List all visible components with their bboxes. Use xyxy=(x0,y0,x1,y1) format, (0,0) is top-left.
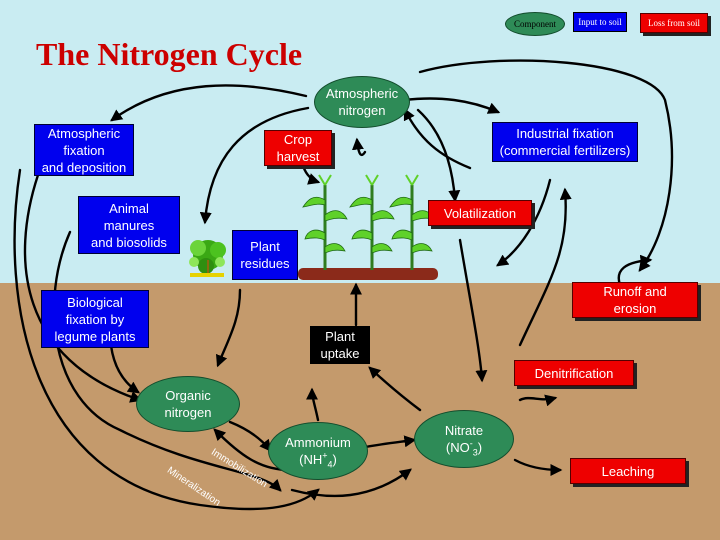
legend-component: Component xyxy=(505,12,565,36)
legend-loss-from-soil: Loss from soil xyxy=(640,13,708,33)
arrow-outer-deposition-to-ammonium xyxy=(13,168,320,511)
corn-plant-icon xyxy=(302,174,348,270)
corn-plants-icon xyxy=(302,174,435,270)
arrow-runoff-up xyxy=(617,254,653,287)
arrow-bottom-to-nitrate xyxy=(290,468,412,498)
nitrate-node: Nitrate (NO-3) xyxy=(414,410,514,468)
legume-plant-icon xyxy=(189,240,226,277)
arrow-plants-to-crop-harvest xyxy=(351,137,367,157)
organic-nitrogen-node: Organic nitrogen xyxy=(136,376,240,432)
arrow-atm-to-plant-residues-area xyxy=(199,106,310,225)
arrow-residues-to-organic xyxy=(215,288,242,368)
nitrate-formula-group: (NO-3) xyxy=(445,438,483,458)
atmospheric-nitrogen-node: Atmospheric nitrogen xyxy=(314,76,410,128)
ammonium-subscript: 4 xyxy=(327,459,333,470)
legend-input-to-soil: Input to soil xyxy=(573,12,627,32)
arrow-atm-loop-right xyxy=(418,59,674,272)
arrow-organic-mineralization xyxy=(228,420,272,452)
arrow-industrial-to-soil xyxy=(496,178,552,267)
nitrate-name: Nitrate xyxy=(444,423,484,438)
ammonium-formula: NH xyxy=(303,452,323,467)
arrow-volatilization-to-atm xyxy=(403,107,472,170)
nitrate-charge: - xyxy=(469,438,473,449)
arrow-atmospheric-fixation-to-organic xyxy=(23,173,143,403)
atmospheric-nitrogen-label: Atmospheric nitrogen xyxy=(325,86,399,118)
arrow-atm-to-volatilization xyxy=(416,108,461,203)
arrow-nitrate-to-denitrification xyxy=(518,394,558,407)
leaching-box: Leaching xyxy=(570,458,686,484)
ammonium-node: Ammonium (NH+4) xyxy=(268,422,368,480)
arrow-nitrate-to-uptake xyxy=(368,366,422,412)
diagram-title: The Nitrogen Cycle xyxy=(36,36,303,72)
arrow-denitrification-up xyxy=(518,187,572,347)
volatilization-box: Volatilization xyxy=(428,200,532,226)
arrow-ammonium-to-uptake xyxy=(306,387,320,422)
corn-plant-icon xyxy=(349,174,395,270)
plant-residues-box: Plant residues xyxy=(232,230,298,280)
ammonium-name: Ammonium xyxy=(285,435,351,450)
ammonium-charge: + xyxy=(322,450,328,461)
arrow-nitrate-to-leaching xyxy=(513,458,563,476)
animal-manures-box: Animal manures and biosolids xyxy=(78,196,180,254)
ammonium-formula-group: (NH+4) xyxy=(299,450,337,470)
industrial-fixation-box: Industrial fixation (commercial fertiliz… xyxy=(492,122,638,162)
nitrate-subscript: 3 xyxy=(472,447,478,458)
plant-row-soil-mound xyxy=(298,268,438,280)
denitrification-box: Denitrification xyxy=(514,360,634,386)
arrow-atm-to-atmospheric-fixation xyxy=(110,84,308,122)
organic-nitrogen-label: Organic nitrogen xyxy=(164,388,212,420)
runoff-erosion-box: Runoff and erosion xyxy=(572,282,698,318)
arrow-atm-to-industrial xyxy=(402,97,501,114)
nitrate-formula: NO xyxy=(450,440,470,455)
plant-uptake-box: Plant uptake xyxy=(310,326,370,364)
crop-harvest-box: Crop harvest xyxy=(264,130,332,166)
arrow-plants-to-nitrate xyxy=(458,238,488,383)
arrow-ammonium-to-nitrate xyxy=(358,435,417,450)
biological-fixation-box: Biological fixation by legume plants xyxy=(41,290,149,348)
atmospheric-fixation-box: Atmospheric fixation and deposition xyxy=(34,124,134,176)
